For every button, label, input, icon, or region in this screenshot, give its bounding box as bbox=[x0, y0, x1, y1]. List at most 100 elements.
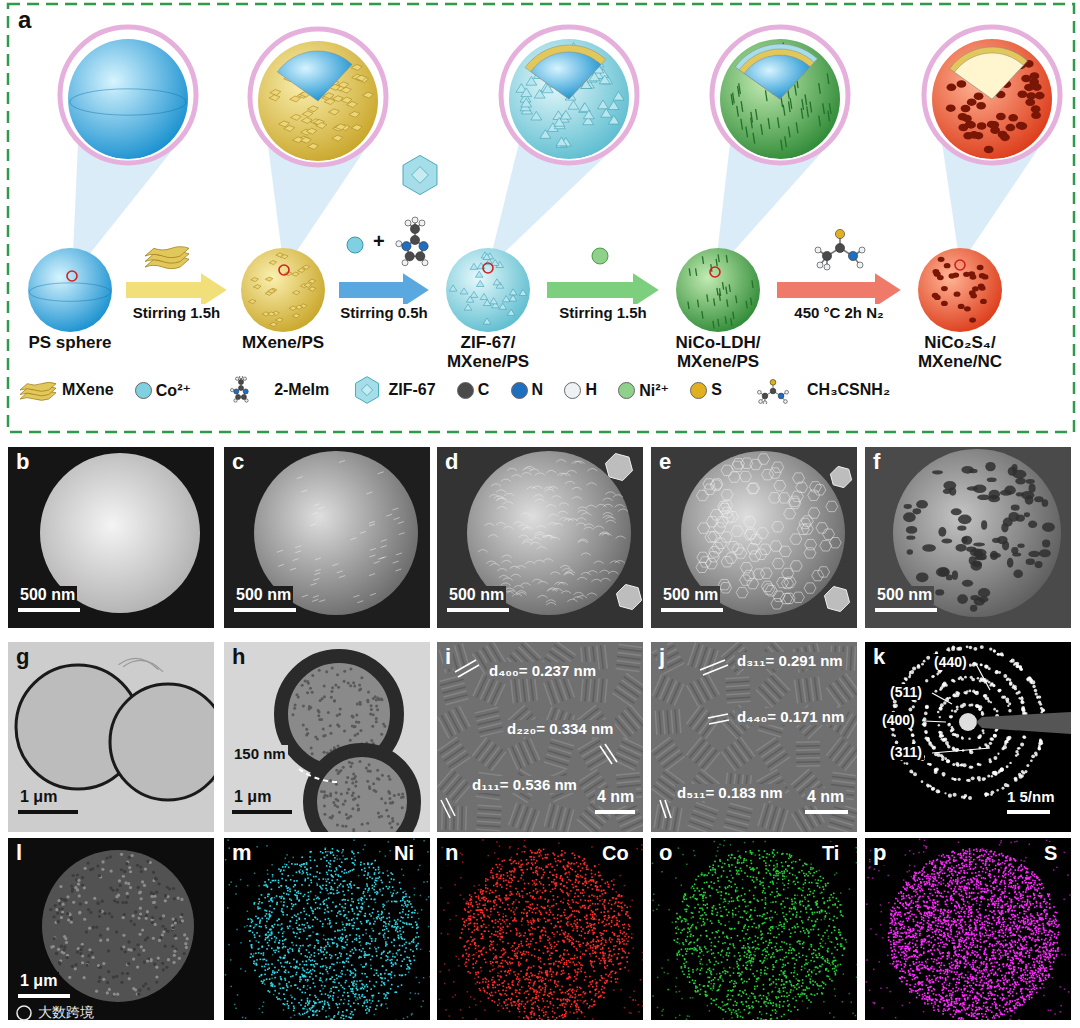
figure-part bbox=[721, 751, 735, 770]
figure-part bbox=[340, 793, 343, 796]
figure-part bbox=[1006, 124, 1016, 132]
figure-part bbox=[970, 549, 983, 557]
figure-part bbox=[865, 642, 1071, 832]
figure-part bbox=[1026, 764, 1029, 767]
figure-part bbox=[772, 522, 784, 532]
figure-part bbox=[832, 777, 856, 780]
figure-part bbox=[484, 679, 494, 701]
figure-part bbox=[381, 540, 387, 542]
figure-part bbox=[906, 526, 917, 534]
figure-part bbox=[788, 101, 790, 112]
figure-part bbox=[990, 737, 993, 740]
figure-part bbox=[1040, 707, 1043, 710]
figure-part bbox=[949, 697, 951, 699]
figure-part bbox=[416, 252, 425, 261]
figure-part bbox=[388, 797, 391, 800]
figure-part bbox=[322, 727, 325, 730]
figure-part bbox=[365, 766, 368, 769]
figure-part bbox=[990, 682, 993, 685]
figure-part bbox=[347, 102, 358, 108]
figure-part bbox=[102, 962, 105, 965]
figure-part bbox=[1028, 521, 1037, 528]
figure-part bbox=[969, 469, 978, 474]
figure-part bbox=[816, 523, 828, 533]
figure-part bbox=[583, 110, 594, 119]
figure-part bbox=[356, 703, 359, 706]
figure-part bbox=[329, 779, 332, 782]
figure-part bbox=[617, 785, 641, 787]
figure-part bbox=[982, 729, 985, 732]
figure-part bbox=[295, 693, 298, 696]
figure-part bbox=[964, 676, 967, 679]
figure-part bbox=[357, 808, 360, 811]
figure-part bbox=[911, 734, 914, 737]
figure-part bbox=[585, 677, 587, 701]
figure-part bbox=[366, 780, 369, 783]
figure-part bbox=[912, 739, 914, 741]
figure-part bbox=[599, 570, 609, 573]
figure-part bbox=[319, 699, 322, 702]
figure-part bbox=[692, 644, 700, 667]
figure-part bbox=[698, 523, 710, 533]
figure-part bbox=[741, 101, 743, 112]
figure-part bbox=[390, 826, 393, 829]
figure-part bbox=[453, 806, 455, 830]
figure-part bbox=[652, 674, 662, 696]
figure-part bbox=[953, 693, 956, 696]
figure-part bbox=[401, 793, 404, 796]
figure-part bbox=[316, 123, 327, 129]
figure-part bbox=[344, 825, 347, 828]
figure-part bbox=[934, 770, 938, 774]
figure-part bbox=[757, 528, 769, 538]
figure-part bbox=[621, 820, 643, 830]
figure-part bbox=[306, 680, 309, 683]
figure-part bbox=[1023, 735, 1027, 739]
figure-part bbox=[859, 247, 865, 253]
figure-part bbox=[1006, 700, 1009, 703]
figure-part bbox=[351, 64, 362, 70]
figure-part bbox=[369, 524, 375, 526]
figure-part bbox=[497, 506, 507, 509]
figure-part bbox=[790, 98, 792, 109]
figure-part bbox=[936, 567, 949, 577]
figure-part bbox=[913, 508, 922, 514]
figure-part bbox=[337, 745, 340, 748]
figure-part bbox=[756, 109, 758, 120]
figure-part bbox=[977, 763, 979, 765]
figure-part bbox=[507, 705, 525, 721]
figure-part bbox=[277, 550, 283, 552]
figure-part bbox=[832, 780, 856, 783]
figure-part bbox=[353, 595, 359, 597]
figure-part bbox=[1007, 705, 1009, 707]
figure-part bbox=[942, 738, 946, 742]
figure-part bbox=[977, 122, 987, 130]
figure-part bbox=[302, 704, 305, 707]
figure-part bbox=[544, 489, 554, 492]
figure-part bbox=[903, 512, 916, 522]
figure-part bbox=[912, 666, 916, 670]
figure-part bbox=[349, 815, 352, 818]
figure-part bbox=[402, 260, 408, 266]
figure-part bbox=[525, 561, 535, 564]
figure-part bbox=[739, 49, 814, 99]
figure-part bbox=[402, 242, 411, 251]
figure-part bbox=[318, 669, 321, 672]
figure-part bbox=[572, 497, 582, 500]
figure-part bbox=[346, 776, 349, 779]
figure-part bbox=[577, 705, 596, 720]
figure-part bbox=[674, 684, 684, 706]
figure-part bbox=[732, 544, 744, 554]
figure-part bbox=[951, 709, 953, 711]
figure-part bbox=[804, 583, 816, 593]
figure-part bbox=[778, 493, 790, 503]
figure-part bbox=[381, 774, 384, 777]
figure-part bbox=[502, 560, 512, 563]
figure-part bbox=[587, 483, 597, 486]
figure-part bbox=[679, 709, 681, 733]
figure-part bbox=[725, 677, 749, 679]
figure-part bbox=[833, 773, 857, 776]
figure-part bbox=[795, 85, 797, 96]
figure-part bbox=[1020, 668, 1023, 671]
figure-part bbox=[338, 811, 341, 814]
figure-part bbox=[598, 100, 609, 109]
